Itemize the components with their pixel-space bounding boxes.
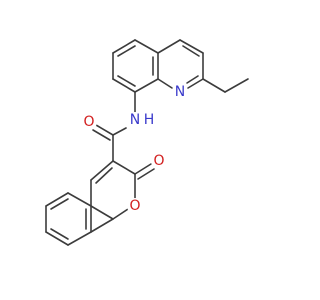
- atom-background: [127, 112, 143, 128]
- bond: [112, 160, 136, 175]
- bond: [187, 78, 204, 89]
- bond: [117, 75, 136, 87]
- quinoline-nitrogen-label: N: [175, 84, 185, 100]
- atom-background: [151, 153, 167, 169]
- bond: [157, 39, 181, 54]
- molecule-structure: N N H O O O: [45, 39, 249, 246]
- bond: [117, 45, 136, 57]
- bond: [45, 192, 69, 207]
- bond: [90, 205, 114, 220]
- bond-layer: [45, 39, 249, 246]
- bond: [50, 228, 69, 240]
- bond: [134, 39, 159, 54]
- atom-label-layer: N N H O O O: [81, 84, 188, 214]
- ring-oxygen-label: O: [129, 198, 140, 214]
- bond: [95, 124, 114, 136]
- bond: [90, 218, 114, 233]
- bond: [92, 129, 111, 141]
- lactone-oxygen-label: O: [153, 153, 164, 169]
- bond: [112, 39, 136, 54]
- bond: [90, 160, 114, 181]
- bond: [112, 78, 136, 93]
- bond: [186, 75, 199, 84]
- atom-background: [81, 114, 97, 130]
- bond: [95, 167, 113, 184]
- bond: [202, 78, 226, 93]
- bond: [112, 208, 129, 220]
- bond: [224, 78, 249, 93]
- bond: [67, 231, 92, 246]
- bond: [50, 198, 69, 210]
- bond: [134, 78, 159, 93]
- bond: [179, 39, 204, 54]
- atom-background: [127, 198, 143, 214]
- amide-nitrogen-label: N: [130, 112, 140, 128]
- bond: [157, 78, 173, 89]
- atom-background: [172, 84, 188, 100]
- bond: [134, 163, 152, 175]
- bond: [112, 127, 127, 136]
- bond: [67, 192, 92, 207]
- bond: [45, 231, 69, 246]
- carbonyl-oxygen-label: O: [83, 114, 94, 130]
- bond: [137, 168, 155, 180]
- bond: [182, 45, 200, 57]
- amide-hydrogen-label: H: [144, 112, 155, 128]
